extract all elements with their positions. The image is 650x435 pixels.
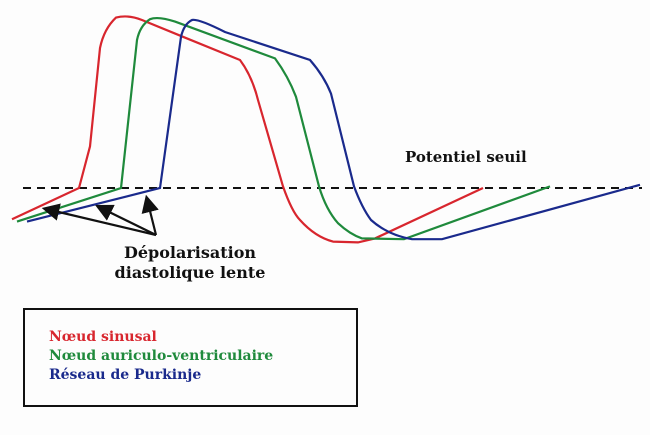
threshold-label: Potentiel seuil	[405, 148, 527, 166]
legend-item-sinus-node: Nœud sinusal	[49, 329, 157, 345]
sinus-node-curve	[12, 16, 483, 242]
legend-item-purkinje: Réseau de Purkinje	[49, 367, 202, 383]
legend-item-av-node: Nœud auriculo-ventriculaire	[49, 348, 274, 364]
purkinje-curve	[27, 20, 640, 239]
av-node-curve	[17, 18, 550, 239]
depolarisation-arrows	[41, 194, 159, 237]
depolarisation-label-line1: Dépolarisation	[124, 243, 256, 262]
legend-box: Nœud sinusal Nœud auriculo-ventriculaire…	[23, 308, 358, 407]
depolarisation-label-line2: diastolique lente	[115, 263, 266, 282]
